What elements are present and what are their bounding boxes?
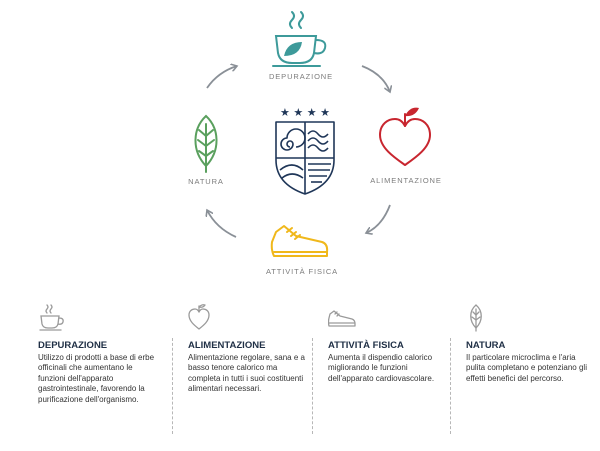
tea-cup-icon [272, 11, 327, 67]
arrow-depurazione-to-alimentazione [361, 65, 390, 92]
column-text: Aumenta il dispendio calorico migliorand… [328, 353, 435, 383]
crest-stars: ★ ★ ★ ★ [280, 106, 330, 119]
arrow-alimentazione-to-attivita [366, 204, 391, 233]
column-text: Il particolare microclima e l'aria pulit… [466, 353, 587, 383]
cycle-diagram: ★ ★ ★ ★ DEPURAZIONE ALIMENTAZIONE ATTIVI… [188, 11, 442, 276]
column-alimentazione: ALIMENTAZIONE Alimentazione regolare, sa… [188, 300, 312, 440]
leaf-icon [194, 114, 218, 173]
sneaker-icon [328, 310, 356, 327]
label-alimentazione: ALIMENTAZIONE [370, 176, 442, 185]
column-text: Utilizzo di prodotti a base di erbe offi… [38, 353, 155, 404]
column-title: DEPURAZIONE [38, 340, 108, 351]
apple-heart-icon [188, 304, 210, 330]
column-divider [312, 338, 313, 434]
column-title: ALIMENTAZIONE [188, 340, 266, 351]
column-title: ATTIVITÀ FISICA [328, 340, 404, 351]
column-divider [172, 338, 173, 434]
leaf-icon [470, 304, 482, 332]
column-attivita-fisica: ATTIVITÀ FISICA Aumenta il dispendio cal… [328, 300, 452, 440]
column-text: Alimentazione regolare, sana e a basso t… [188, 353, 305, 394]
arrow-attivita-to-natura [207, 210, 237, 238]
cycle-diagram-graphic: ★ ★ ★ ★ [194, 11, 431, 257]
sneaker-icon [270, 225, 329, 257]
column-title: NATURA [466, 340, 506, 351]
label-depurazione: DEPURAZIONE [268, 72, 334, 81]
label-natura: NATURA [188, 177, 224, 186]
label-attivita-fisica: ATTIVITÀ FISICA [265, 267, 339, 276]
apple-heart-icon [379, 107, 431, 166]
column-natura: NATURA Il particolare microclima e l'ari… [466, 300, 590, 440]
column-depurazione: DEPURAZIONE Utilizzo di prodotti a base … [38, 300, 162, 440]
crest-logo [275, 121, 335, 195]
arrow-natura-to-depurazione [206, 66, 237, 89]
tea-cup-icon [39, 304, 64, 331]
column-divider [450, 338, 451, 434]
